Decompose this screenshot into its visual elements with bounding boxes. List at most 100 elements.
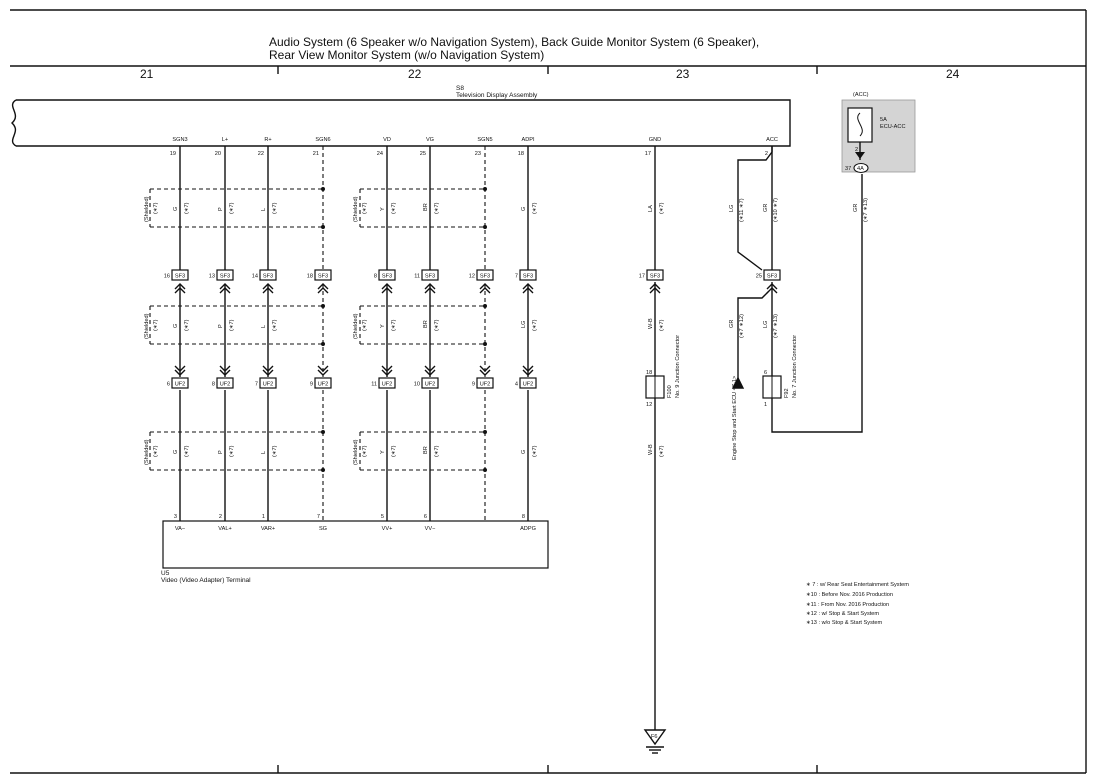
sf3-pin-number: 7 — [515, 274, 518, 280]
connector-chevron — [522, 369, 534, 376]
fuse-name: ECU-ACC — [880, 124, 905, 130]
wire-note: (∗7) — [229, 319, 235, 331]
sf3-pin-number: 18 — [307, 274, 313, 280]
connector-chevron — [381, 287, 393, 294]
s8-display-assembly: S8 Television Display Assembly — [10, 85, 791, 147]
wire-note: (∗7) — [184, 445, 190, 457]
wire-color: L — [261, 208, 267, 211]
acc-circuit: 6 1 F92 No. 7 Junction Connector Engine … — [729, 146, 869, 460]
wire-note: (∗7) — [434, 445, 440, 457]
sf3-pin-number: 11 — [414, 274, 420, 280]
uf2-connector — [171, 377, 189, 389]
shield-junction-dot — [483, 342, 487, 346]
shield-junction-dot — [321, 304, 325, 308]
shield-outline — [359, 188, 485, 228]
connector-chevron — [262, 369, 274, 376]
sf3-label: SF3 — [220, 274, 230, 280]
signal-wires — [174, 146, 778, 521]
wire-note: (∗7) — [272, 319, 278, 331]
f92-id: F92 — [784, 388, 790, 398]
wire-note: (∗7) — [434, 202, 440, 214]
u5-name: Video (Video Adapter) Terminal — [161, 577, 251, 584]
sf3-label: SF3 — [175, 274, 185, 280]
shield-junction-dot — [483, 468, 487, 472]
connector-chevron — [174, 283, 186, 290]
wire-note: (∗7) — [532, 319, 538, 331]
fuse-rating: 5A — [880, 117, 887, 123]
shield-outline — [359, 431, 485, 471]
s8-pin-name: SGN3 — [172, 137, 187, 143]
uf2-label: UF2 — [523, 382, 534, 388]
shield-outline — [149, 305, 323, 345]
wire-note: (∗7) — [659, 445, 665, 457]
wire-note: (∗7) — [659, 202, 665, 214]
connector-chevron — [522, 283, 534, 290]
u5-id: U5 — [161, 570, 170, 577]
connector-chevron — [317, 287, 329, 294]
connector-chevron — [317, 283, 329, 290]
sf3-pin-number: 16 — [164, 274, 170, 280]
f100-name: No. 9 Junction Connector — [675, 335, 681, 398]
wire-note: (∗7) — [391, 445, 397, 457]
wire-color: W-B — [648, 444, 654, 455]
fuse-element-icon — [857, 112, 863, 137]
acc-wire-gr-top-note: (∗10 ∗7) — [773, 198, 779, 222]
shielded-label: (Shielded) — [353, 439, 359, 465]
sf3-pin-number: 14 — [252, 274, 258, 280]
u5-pin-name: VV− — [425, 526, 436, 532]
column-number: 21 — [140, 67, 154, 81]
note-line: ∗ 7 : w/ Rear Seat Entertainment System — [806, 582, 909, 588]
uf2-connector — [314, 377, 332, 389]
s8-pin-number: 23 — [475, 151, 481, 157]
shield-junction-dot — [321, 225, 325, 229]
sf3-label: SF3 — [382, 274, 392, 280]
uf2-connector — [476, 377, 494, 389]
wire-color: BR — [423, 320, 429, 328]
shield-junction-dot — [321, 342, 325, 346]
uf2-connector — [519, 377, 537, 389]
wire-note: (∗7) — [184, 202, 190, 214]
connector-chevron — [317, 369, 329, 376]
shield-note: (∗7) — [362, 319, 368, 331]
wire-color: Y — [380, 324, 386, 328]
sf3-connector — [378, 269, 396, 281]
shield-junction-dot — [483, 225, 487, 229]
f92-name: No. 7 Junction Connector — [792, 335, 798, 398]
s8-name: Television Display Assembly — [456, 92, 538, 99]
uf2-label: UF2 — [318, 382, 329, 388]
fuse-acc: (ACC) — [853, 92, 869, 98]
uf2-pin-number: 11 — [371, 382, 377, 388]
sf3-label: SF3 — [650, 274, 660, 280]
s8-pin-number: 20 — [215, 151, 221, 157]
wire-color: Y — [380, 450, 386, 454]
shielded-label: (Shielded) — [144, 313, 150, 339]
wire-color-labels: G(∗7)P(∗7)L(∗7)Y(∗7)BR(∗7)G(∗7)G(∗7)P(∗7… — [173, 202, 665, 457]
acc-wire-gr-right: GR — [853, 204, 859, 212]
sf3-connector — [314, 269, 332, 281]
sf3-connector — [421, 269, 439, 281]
connector-chevron — [479, 283, 491, 290]
acc-wire-gr-right-note: (∗7 ∗13) — [863, 198, 869, 222]
wire-color: G — [521, 450, 527, 454]
sf3-label: SF3 — [523, 274, 533, 280]
wire-color: LG — [521, 321, 527, 328]
connector-chevron — [424, 365, 436, 372]
connector-chevron — [381, 365, 393, 372]
title-line-2: Rear View Monitor System (w/o Navigation… — [269, 48, 544, 62]
wire-note: (∗7) — [659, 319, 665, 331]
fuse-pin37: 37 — [845, 166, 851, 172]
wire-color: Y — [380, 207, 386, 211]
connector-chevron — [479, 365, 491, 372]
s8-id: S8 — [456, 85, 464, 92]
shield-outline — [149, 431, 323, 471]
u5-pin-number: 6 — [424, 514, 427, 520]
wire-color: G — [521, 207, 527, 211]
shield-note: (∗7) — [153, 202, 159, 214]
shield-note: (∗7) — [153, 445, 159, 457]
wire-note: (∗7) — [184, 319, 190, 331]
connector-chevron — [262, 287, 274, 294]
connector-chevron — [262, 365, 274, 372]
shielded-label: (Shielded) — [144, 439, 150, 465]
f100-pin-bot: 12 — [646, 402, 652, 408]
